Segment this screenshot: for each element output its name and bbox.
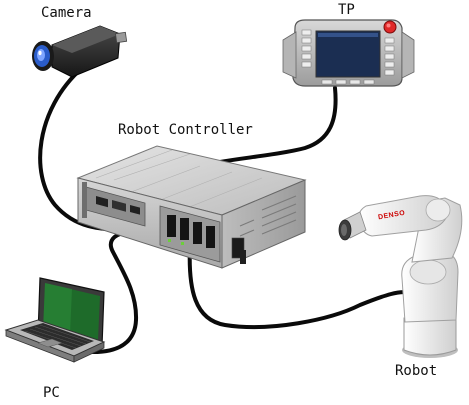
teach-pendant	[282, 19, 415, 87]
laptop-keyboard	[20, 323, 94, 350]
robot-cable	[187, 243, 412, 329]
pc-label: PC	[43, 385, 60, 401]
robot-label: Robot	[395, 363, 438, 379]
controller-label: Robot Controller	[118, 122, 253, 138]
laptop-pc	[4, 277, 106, 363]
camera-device	[32, 25, 128, 78]
tp-screen	[315, 30, 381, 78]
robot-controller	[76, 145, 307, 269]
camera-label: Camera	[41, 5, 92, 21]
emergency-stop-icon	[383, 20, 397, 34]
pc-cable	[91, 232, 139, 354]
robot-arm	[338, 195, 463, 358]
tp-label: TP	[338, 2, 355, 18]
